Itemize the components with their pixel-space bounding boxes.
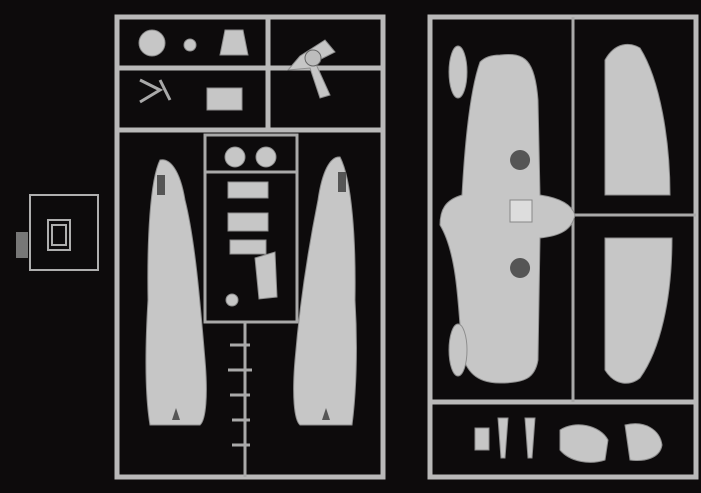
wing-lower (439, 53, 576, 384)
left-sprue-frame (114, 14, 386, 480)
drop-tanks (448, 45, 468, 377)
right-sprue-frame (427, 14, 699, 480)
right-fuselage-half (293, 156, 357, 426)
propeller (286, 39, 336, 99)
small-parts-top (138, 29, 336, 111)
clear-parts-sprue (16, 194, 99, 271)
tailplanes (604, 43, 673, 384)
inner-small-parts (224, 146, 278, 447)
bottom-small-parts (474, 417, 663, 463)
left-fuselage-half (145, 159, 207, 426)
